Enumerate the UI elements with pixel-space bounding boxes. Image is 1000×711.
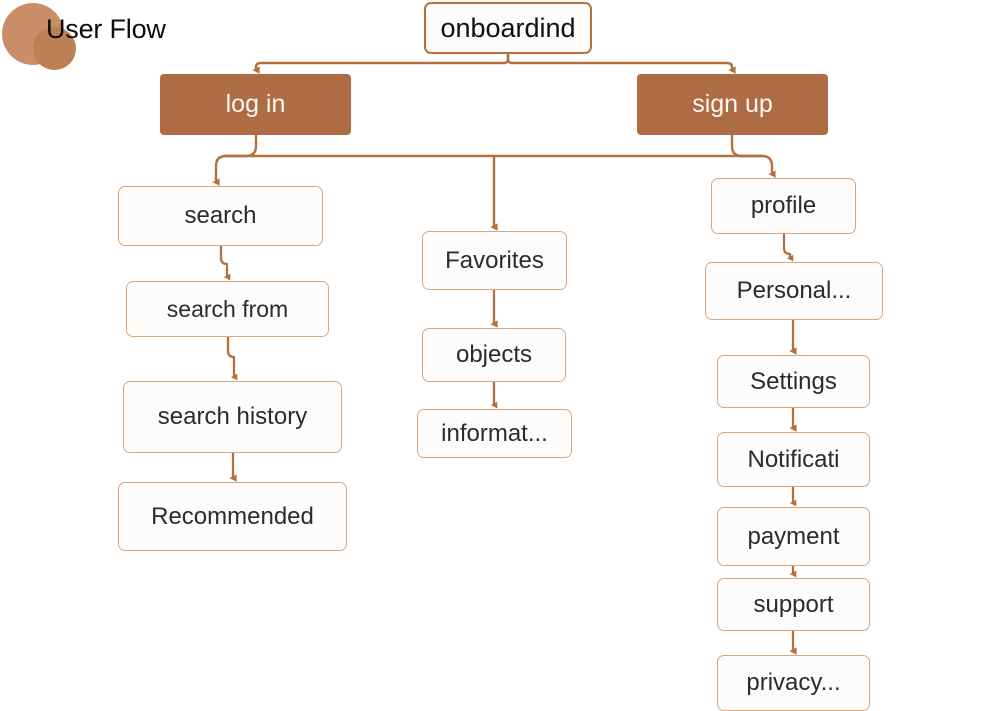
node-recommended[interactable]: Recommended	[118, 482, 347, 551]
node-objects[interactable]: objects	[422, 328, 566, 382]
node-information[interactable]: informat...	[417, 409, 572, 458]
node-label: Recommended	[151, 502, 314, 530]
node-label: support	[753, 590, 834, 618]
node-sign-up[interactable]: sign up	[637, 74, 828, 135]
node-onboardind[interactable]: onboardind	[424, 2, 592, 54]
node-label: Personal...	[736, 277, 852, 304]
node-label: objects	[455, 341, 533, 368]
node-label: search history	[157, 403, 308, 430]
node-label: informat...	[441, 419, 548, 447]
node-personal[interactable]: Personal...	[705, 262, 883, 320]
node-search-from[interactable]: search from	[126, 281, 329, 337]
node-log-in[interactable]: log in	[160, 74, 351, 135]
decorative-circle-small-icon	[33, 27, 76, 70]
node-settings[interactable]: Settings	[717, 355, 870, 408]
node-profile[interactable]: profile	[711, 178, 856, 234]
node-payment[interactable]: payment	[717, 507, 870, 566]
page-title: User Flow	[46, 14, 166, 44]
node-label: sign up	[692, 90, 773, 118]
node-support[interactable]: support	[717, 578, 870, 631]
node-label: search from	[166, 295, 289, 322]
node-search[interactable]: search	[118, 186, 323, 246]
node-privacy[interactable]: privacy...	[717, 655, 870, 711]
node-label: profile	[750, 192, 817, 219]
node-favorites[interactable]: Favorites	[422, 231, 567, 290]
node-label: search	[184, 202, 257, 229]
node-label: payment	[747, 522, 840, 550]
node-label: onboardind	[440, 12, 576, 43]
node-search-history[interactable]: search history	[123, 381, 342, 453]
node-label: Favorites	[445, 246, 544, 274]
node-label: Notificati	[747, 445, 840, 473]
node-label: Settings	[750, 367, 837, 395]
node-label: log in	[225, 90, 286, 118]
node-notifications[interactable]: Notificati	[717, 432, 870, 487]
node-label: privacy...	[746, 669, 841, 696]
